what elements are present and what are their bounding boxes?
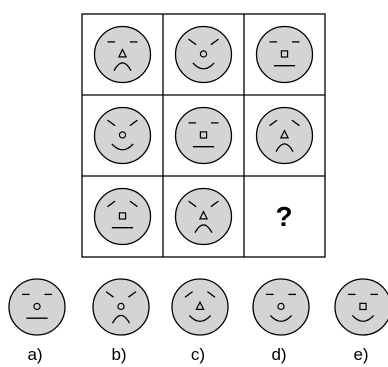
circle-nose-icon bbox=[33, 302, 41, 311]
left-eyebrow bbox=[269, 119, 278, 127]
circle-nose-icon bbox=[199, 50, 208, 58]
grid-face-8 bbox=[174, 187, 233, 246]
right-eyebrow bbox=[129, 119, 138, 127]
right-eyebrow bbox=[129, 200, 138, 208]
grid-face-5 bbox=[174, 106, 233, 165]
missing-cell-question-mark: ? bbox=[275, 201, 292, 232]
eyebrows bbox=[107, 119, 138, 127]
face-outline bbox=[174, 106, 233, 165]
smile-mouth bbox=[269, 314, 293, 322]
frown-mouth bbox=[113, 62, 132, 72]
square-nose-icon bbox=[280, 50, 289, 58]
option-face bbox=[171, 278, 229, 336]
face-outline bbox=[174, 187, 233, 246]
left-eyebrow bbox=[107, 200, 116, 208]
face-outline bbox=[334, 278, 388, 336]
option-d[interactable]: d) bbox=[252, 278, 310, 364]
eyebrows bbox=[188, 38, 219, 46]
frown-mouth bbox=[194, 224, 213, 234]
smile-mouth bbox=[188, 314, 212, 322]
face-outline bbox=[93, 106, 152, 165]
matrix-grid: ? bbox=[81, 13, 326, 258]
option-label: b) bbox=[111, 345, 126, 364]
square-nose-icon bbox=[359, 302, 367, 311]
option-label: c) bbox=[191, 345, 205, 364]
grid-face-4 bbox=[93, 106, 152, 165]
right-eyebrow bbox=[128, 291, 137, 298]
grid-face-7 bbox=[93, 187, 152, 246]
face-outline bbox=[252, 278, 310, 336]
smile-mouth bbox=[111, 143, 134, 151]
smile-mouth bbox=[351, 314, 375, 322]
frown-mouth bbox=[111, 314, 131, 324]
left-eyebrow bbox=[188, 200, 197, 208]
option-label: e) bbox=[353, 345, 368, 364]
triangle-nose-icon bbox=[117, 48, 128, 58]
smile-mouth bbox=[192, 62, 215, 70]
option-c[interactable]: c) bbox=[171, 278, 229, 364]
square-nose-icon bbox=[118, 212, 127, 220]
triangle-nose-icon bbox=[195, 300, 205, 310]
frown-mouth bbox=[275, 143, 294, 153]
circle-nose-icon bbox=[277, 302, 285, 311]
circle-nose-icon bbox=[118, 131, 127, 139]
face-outline bbox=[93, 187, 152, 246]
grid-face-1 bbox=[93, 25, 152, 84]
triangle-nose-icon bbox=[198, 210, 209, 220]
option-label: d) bbox=[271, 345, 286, 364]
grid-face-2 bbox=[174, 25, 233, 84]
grid-face-6 bbox=[255, 106, 314, 165]
option-b[interactable]: b) bbox=[92, 278, 150, 364]
circle-nose-icon bbox=[117, 302, 125, 311]
answer-options[interactable]: a) b) c) d) e) bbox=[8, 278, 388, 364]
eyebrows bbox=[107, 200, 138, 208]
left-eyebrow bbox=[184, 291, 193, 298]
option-face bbox=[252, 278, 310, 336]
option-label: a) bbox=[27, 345, 42, 364]
eyebrows bbox=[269, 119, 300, 127]
face-outline bbox=[93, 25, 152, 84]
left-eyebrow bbox=[188, 38, 197, 46]
face-outline bbox=[171, 278, 229, 336]
option-e[interactable]: e) bbox=[334, 278, 388, 364]
square-nose-icon bbox=[199, 131, 208, 139]
right-eyebrow bbox=[210, 38, 219, 46]
left-eyebrow bbox=[105, 291, 114, 298]
option-a[interactable]: a) bbox=[8, 278, 66, 364]
option-face bbox=[8, 278, 66, 336]
face-outline bbox=[255, 106, 314, 165]
grid-border bbox=[81, 13, 326, 258]
face-outline bbox=[255, 25, 314, 84]
right-eyebrow bbox=[207, 291, 216, 298]
triangle-nose-icon bbox=[279, 129, 290, 139]
grid-face-3 bbox=[255, 25, 314, 84]
right-eyebrow bbox=[210, 200, 219, 208]
right-eyebrow bbox=[291, 119, 300, 127]
face-outline bbox=[92, 278, 150, 336]
option-face bbox=[92, 278, 150, 336]
face-outline bbox=[174, 25, 233, 84]
eyebrows bbox=[105, 291, 137, 298]
left-eyebrow bbox=[107, 119, 116, 127]
face-outline bbox=[8, 278, 66, 336]
eyebrows bbox=[184, 291, 216, 298]
eyebrows bbox=[188, 200, 219, 208]
grid-faces bbox=[93, 25, 314, 246]
option-face bbox=[334, 278, 388, 336]
